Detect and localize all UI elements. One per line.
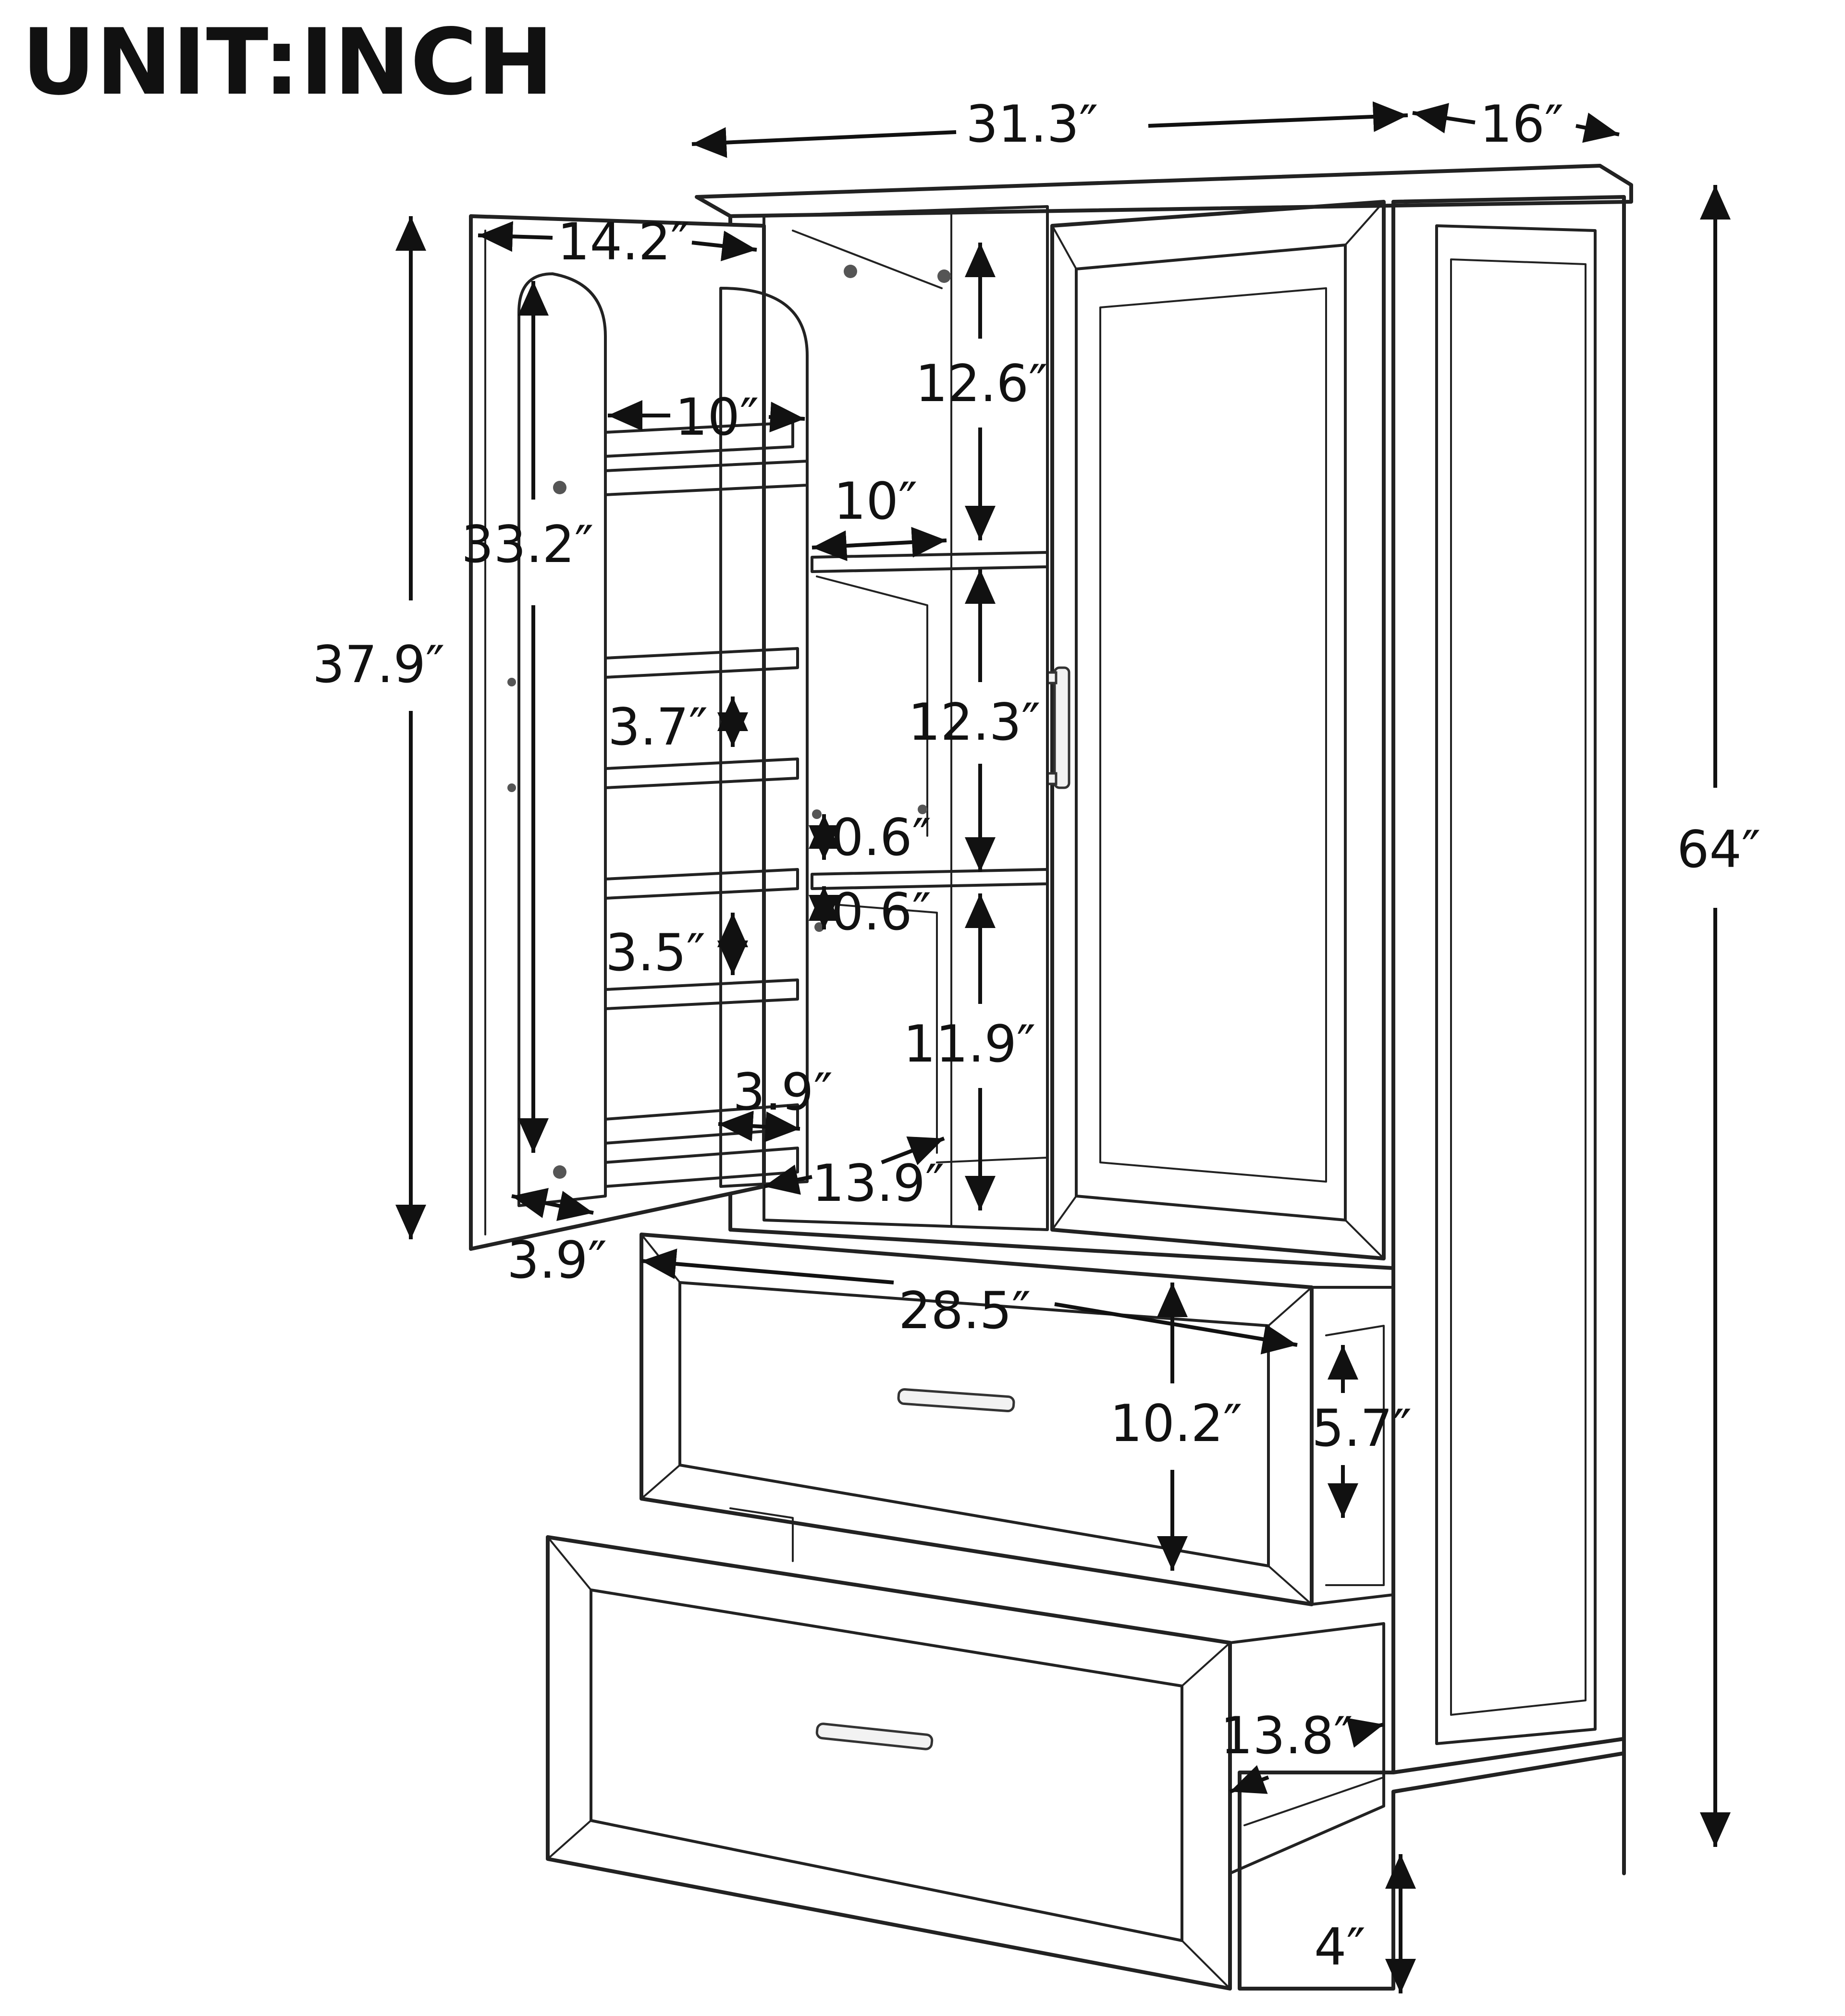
label-depth: 16″ xyxy=(1480,95,1563,154)
label-door-height: 37.9″ xyxy=(312,635,445,694)
label-height: 64″ xyxy=(1677,820,1760,879)
label-rack-width: 10″ xyxy=(675,388,759,447)
cabinet-body xyxy=(695,164,1633,1991)
arrow-inner-depth xyxy=(763,1164,812,1195)
dimension-labels: 31.3″ 16″ 64″ 14.2″ 37.9″ 33.2″ 10″ 10″ … xyxy=(312,95,1760,1977)
label-rack-depth: 3.9″ xyxy=(733,1063,833,1122)
cabinet-side xyxy=(1391,195,1626,1774)
arrow-depth xyxy=(1412,103,1476,134)
right-door xyxy=(1046,200,1386,1260)
label-door-width: 14.2″ xyxy=(557,212,690,271)
label-inner-depth: 13.9″ xyxy=(812,1154,945,1213)
label-top-shelf: 12.6″ xyxy=(915,354,1048,413)
base-plinth xyxy=(1238,1737,1626,1991)
label-drawer-width: 28.5″ xyxy=(898,1281,1031,1340)
lower-drawer xyxy=(546,1507,1385,1991)
side-panel-inset xyxy=(1435,224,1597,1745)
label-shelf-thickness-2: 0.6″ xyxy=(831,882,931,941)
door-handle xyxy=(1053,666,1070,789)
cabinet-top xyxy=(695,164,1633,218)
unit-title: UNIT:INCH xyxy=(22,9,554,115)
label-shelf-depth: 10″ xyxy=(834,472,917,531)
label-shelf-thickness-1: 0.6″ xyxy=(831,808,931,867)
dimension-arrows xyxy=(395,101,1731,1993)
label-drawer-inner-height: 5.7″ xyxy=(1312,1399,1412,1458)
label-rack-gap-upper: 3.7″ xyxy=(608,697,708,757)
arrow-width xyxy=(691,127,957,158)
shelf-upper xyxy=(811,551,1049,573)
upper-drawer-handle xyxy=(897,1388,1015,1413)
side-panel-inset-inner xyxy=(1450,258,1587,1716)
label-base-height: 4″ xyxy=(1314,1918,1365,1977)
label-drawer-depth: 13.8″ xyxy=(1220,1706,1353,1765)
arrow-drawer-width xyxy=(641,1248,894,1284)
left-door-open xyxy=(469,214,809,1251)
label-rack-gap-lower: 3.5″ xyxy=(605,923,705,982)
label-width: 31.3″ xyxy=(966,95,1098,154)
label-rack-height: 33.2″ xyxy=(461,515,594,574)
arrow-rack-depth xyxy=(718,1111,800,1142)
arrow-drawer-depth xyxy=(1346,1718,1384,1748)
label-drawer-height: 10.2″ xyxy=(1110,1394,1242,1453)
arrow-door-width xyxy=(478,221,553,252)
upper-drawer xyxy=(640,1233,1395,1606)
label-door-depth: 3.9″ xyxy=(507,1231,607,1290)
label-bottom-shelf: 11.9″ xyxy=(903,1014,1036,1074)
lower-drawer-handle xyxy=(815,1723,934,1750)
arrow-shelf-depth xyxy=(812,526,947,562)
label-middle-shelf: 12.3″ xyxy=(908,693,1041,752)
arrow-door-depth xyxy=(511,1188,594,1221)
base-plinth-right xyxy=(1391,1751,1626,1875)
